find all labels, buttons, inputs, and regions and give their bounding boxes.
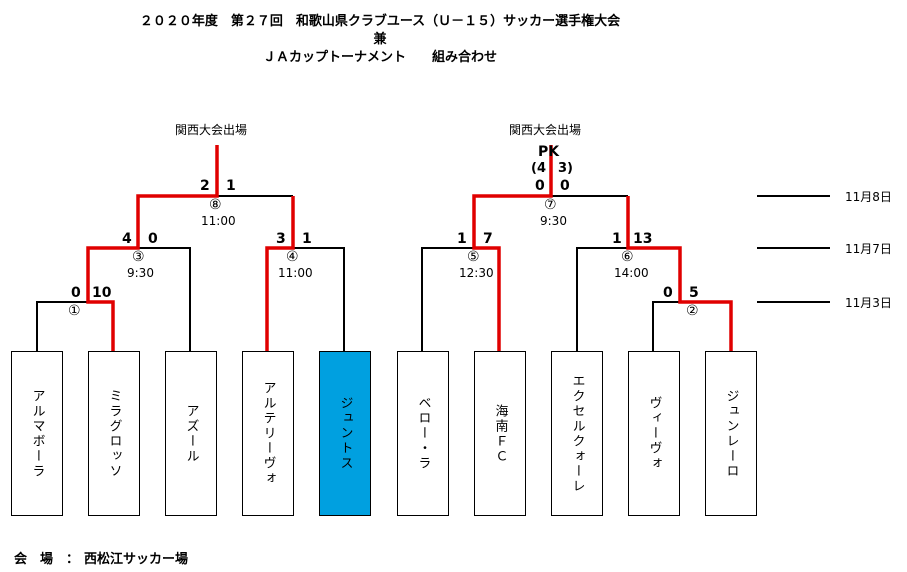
match4-line [293,247,345,351]
team-box: アズール [165,351,217,516]
team-box: ミラグロッソ [88,351,140,516]
m4-score-left: 3 [276,231,286,247]
match5-line [421,247,474,351]
m5-score-left: 1 [457,231,467,247]
team-name: アルマボーラ [29,388,45,479]
m7-pk-right: 3) [558,161,573,176]
m3-time: 9:30 [127,266,154,280]
m7-time: 9:30 [540,214,567,228]
m7-number: ⑦ [544,197,557,213]
title-line-3: ＪＡカップトーナメント 組み合わせ [262,50,497,65]
team-name: ヴィーヴォ [646,396,662,471]
m7-score-left: 0 [535,178,545,194]
win-path-left [86,145,219,351]
team-name: アズール [183,403,199,464]
m3-score-left: 4 [122,231,132,247]
win-path-match4 [265,196,295,351]
m4-time: 11:00 [278,266,313,280]
team-box: エクセルクォーレ [551,351,603,516]
m2-number: ② [686,303,699,319]
m3-score-right: 0 [148,231,158,247]
team-name: アルテリーヴォ [260,381,276,486]
team-box: 海南ＦＣ [474,351,526,516]
team-name: ジュンレーロ [723,388,739,479]
m7-pk-label: PK [538,144,560,160]
team-box-highlighted: ジュントス [319,351,371,516]
m6-number: ⑥ [621,249,634,265]
m8-number: ⑧ [209,197,222,213]
qualify-label-right: 関西大会出場 [509,123,582,137]
team-box: ヴィーヴォ [628,351,680,516]
venue-value: 西松江サッカー場 [84,552,189,567]
m1-number: ① [68,303,81,319]
m5-number: ⑤ [467,249,480,265]
m1-score-right: 10 [92,285,112,301]
team-name: 海南ＦＣ [492,403,508,464]
m6-score-left: 1 [612,231,622,247]
team-name: ミラグロッソ [106,388,122,479]
m8-score-left: 2 [200,178,210,194]
venue-label: 会 場 ： [14,552,80,567]
team-name: ジュントス [337,396,353,471]
m6-score-right: 13 [633,231,653,247]
qualify-label-left: 関西大会出場 [175,123,248,137]
team-box: アルマボーラ [11,351,63,516]
date-label: 11月3日 [845,296,892,310]
m8-time: 11:00 [201,214,236,228]
m8-score-right: 1 [226,178,236,194]
match2-line [652,301,680,351]
m3-number: ③ [132,249,145,265]
m4-score-right: 1 [302,231,312,247]
title-line-1: ２０２０年度 第２７回 和歌山県クラブユース（Ｕ－１５）サッカー選手権大会 [139,14,621,29]
m6-time: 14:00 [614,266,649,280]
win-path-right [472,145,553,351]
win-path-match2 [626,196,733,351]
m5-time: 12:30 [459,266,494,280]
m7-pk-left: (4 [531,161,546,176]
team-box: ジュンレーロ [705,351,757,516]
m1-score-left: 0 [71,285,81,301]
date-label: 11月7日 [845,242,892,256]
team-box: ベロー・ラ [397,351,449,516]
match6-line [576,247,628,351]
title-line-2: 兼 [373,32,387,47]
m4-number: ④ [286,249,299,265]
team-name: ベロー・ラ [415,396,431,471]
m7-score-right: 0 [560,178,570,194]
team-box: アルテリーヴォ [242,351,294,516]
m2-score-left: 0 [663,285,673,301]
team-name: エクセルクォーレ [569,373,585,494]
date-label: 11月8日 [845,190,892,204]
m2-score-right: 5 [689,285,699,301]
m5-score-right: 7 [483,231,493,247]
